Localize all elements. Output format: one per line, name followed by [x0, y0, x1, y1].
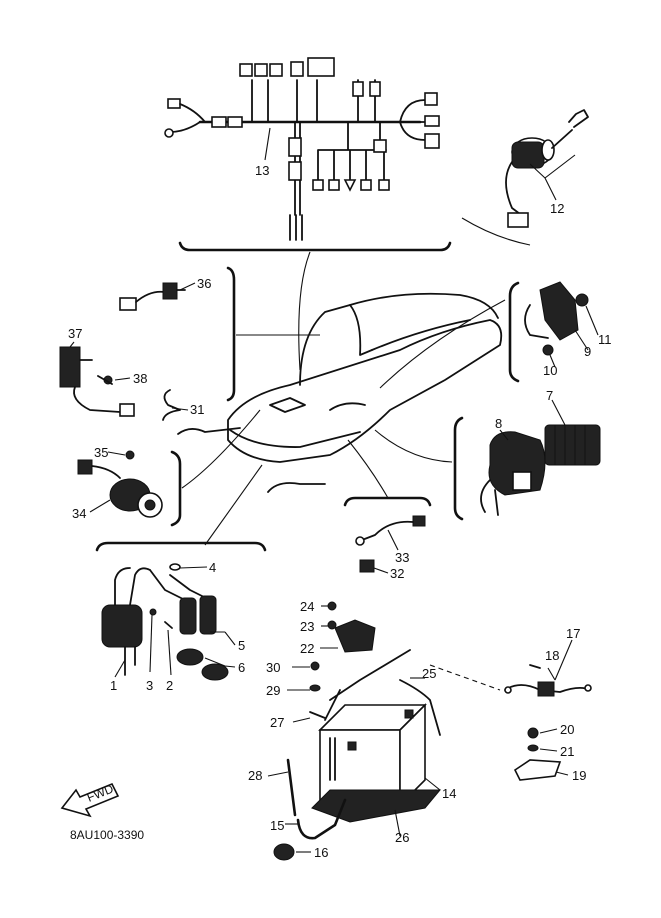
key-switch — [505, 109, 589, 228]
callout-13: 13 — [255, 163, 269, 178]
callout-21: 21 — [560, 744, 574, 759]
callout-26: 26 — [395, 830, 409, 845]
connector-36 — [119, 282, 186, 311]
callout-19: 19 — [572, 768, 586, 783]
callout-2: 2 — [166, 678, 173, 693]
leader-harness — [298, 251, 311, 371]
callout-29: 29 — [266, 683, 280, 698]
ignition-coil — [101, 563, 229, 681]
bracket-right-upper — [508, 281, 520, 383]
callout-34: 34 — [72, 506, 86, 521]
cdi-unit-7 — [544, 424, 601, 466]
sensor-33 — [355, 515, 426, 573]
callout-6: 6 — [238, 660, 245, 675]
callout-9: 9 — [584, 344, 591, 359]
callout-4: 4 — [209, 560, 216, 575]
callout-27: 27 — [270, 715, 284, 730]
callout-36: 36 — [197, 276, 211, 291]
callout-12: 12 — [550, 201, 564, 216]
bracket-left-upper — [226, 266, 236, 402]
callout-18: 18 — [545, 648, 559, 663]
breather-28 — [286, 758, 297, 817]
callout-20: 20 — [560, 722, 574, 737]
diagram-code: 8AU100-3390 — [70, 828, 144, 842]
wire-harness — [164, 57, 440, 241]
callout-1: 1 — [110, 678, 117, 693]
callout-7: 7 — [546, 388, 553, 403]
callout-25: 25 — [422, 666, 436, 681]
fwd-arrow-icon: FWD — [60, 781, 120, 818]
callout-32: 32 — [390, 566, 404, 581]
callout-31: 31 — [190, 402, 204, 417]
clamp-31 — [162, 389, 181, 421]
starter-relay-17 — [504, 664, 592, 697]
bracket-ignition — [95, 541, 267, 552]
callout-37: 37 — [68, 326, 82, 341]
callout-14: 14 — [442, 786, 456, 801]
callout-30: 30 — [266, 660, 280, 675]
callout-22: 22 — [300, 641, 314, 656]
battery-tray-26 — [311, 789, 442, 823]
breather-15 — [296, 798, 347, 840]
callout-3: 3 — [146, 678, 153, 693]
bracket-harness — [178, 241, 452, 252]
callout-24: 24 — [300, 599, 314, 614]
callout-15: 15 — [270, 818, 284, 833]
leader-key-switch — [461, 217, 531, 246]
callout-23: 23 — [300, 619, 314, 634]
leader-right-lower — [374, 429, 453, 463]
horn-34 — [77, 450, 163, 518]
callout-33: 33 — [395, 550, 409, 565]
callout-28: 28 — [248, 768, 262, 783]
regulator-9 — [524, 281, 589, 356]
relay-37 — [59, 346, 135, 417]
callout-11: 11 — [598, 332, 612, 347]
snowmobile-body — [177, 292, 503, 493]
battery-bracket-22 — [309, 601, 411, 721]
cdi-unit-8 — [480, 431, 546, 516]
callout-5: 5 — [238, 638, 245, 653]
callout-leaders — [69, 127, 599, 853]
bracket-right-lower — [453, 416, 464, 521]
battery-lead-25 — [399, 679, 441, 736]
callout-10: 10 — [543, 363, 557, 378]
leader-17-dash — [429, 664, 501, 691]
callout-35: 35 — [94, 445, 108, 460]
callout-16: 16 — [314, 845, 328, 860]
leader-ignition — [204, 464, 263, 546]
callout-38: 38 — [133, 371, 147, 386]
leader-sensor — [347, 439, 389, 499]
bracket-left-lower — [170, 450, 182, 527]
callout-8: 8 — [495, 416, 502, 431]
callout-17: 17 — [566, 626, 580, 641]
leader-right-upper — [379, 299, 506, 389]
callout-labels: 1 2 3 4 5 6 7 8 9 10 11 12 13 14 15 16 1… — [68, 163, 612, 860]
relay-19 — [513, 727, 562, 781]
leader-left-lower — [181, 409, 261, 489]
grommet-16 — [273, 843, 295, 861]
bracket-sensor — [343, 496, 432, 507]
